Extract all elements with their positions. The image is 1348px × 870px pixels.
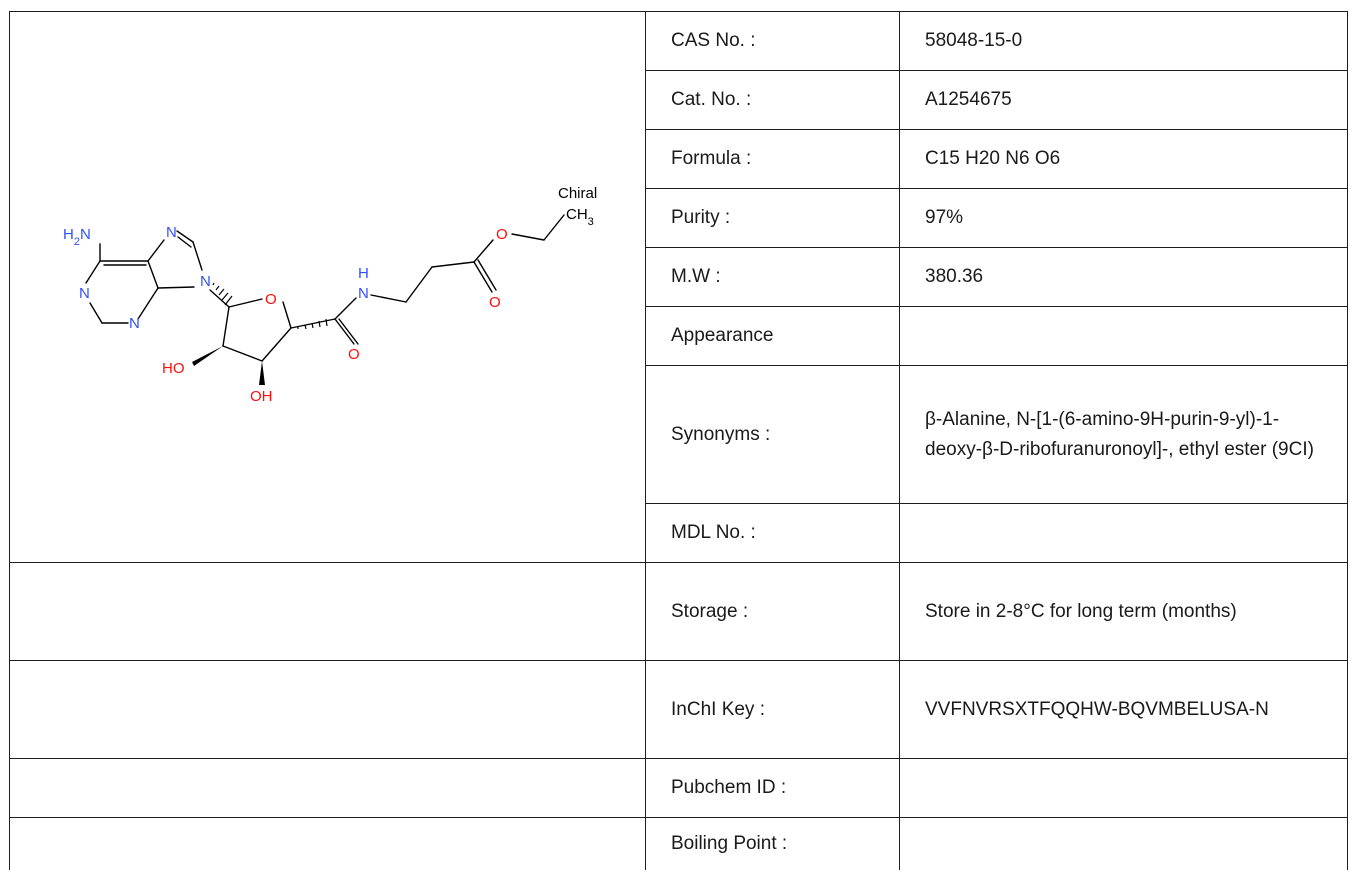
label-cas-no: CAS No. : <box>645 11 900 71</box>
atom-label-ch3: CH3 <box>566 206 594 228</box>
label-inchi-key: InChI Key : <box>645 660 900 759</box>
label-boiling-point: Boiling Point : <box>645 817 900 870</box>
atom-label-ho: HO <box>162 360 185 377</box>
chemical-structure-drawing: H2N N N N N H N O O O O HO OH <box>63 185 597 405</box>
blank-cell <box>9 660 646 759</box>
value-formula: C15 H20 N6 O6 <box>899 129 1348 189</box>
atom-label-amide-o: O <box>348 346 360 363</box>
value-cat-no: A1254675 <box>899 70 1348 130</box>
value-storage: Store in 2-8°C for long term (months) <box>899 562 1348 661</box>
spec-row-synonyms: Synonyms : β-Alanine, N-[1-(6-amino-9H-p… <box>10 365 1348 504</box>
spec-row-mdl: MDL No. : <box>10 503 1348 563</box>
spec-row-inchi-key: InChI Key : VVFNVRSXTFQQHW-BQVMBELUSA-N <box>9 660 1348 759</box>
value-synonyms: β-Alanine, N-[1-(6-amino-9H-purin-9-yl)-… <box>899 365 1348 504</box>
atom-label-nh2: H2N <box>63 226 91 248</box>
atom-label-n3: N <box>129 315 140 332</box>
label-pubchem-id: Pubchem ID : <box>645 758 900 818</box>
label-cat-no: Cat. No. : <box>645 70 900 130</box>
value-boiling-point <box>899 817 1348 870</box>
spec-row-cas: H2N N N N N H N O O O O HO OH <box>9 11 1348 563</box>
value-inchi-key: VVFNVRSXTFQQHW-BQVMBELUSA-N <box>899 660 1348 759</box>
spec-row-mw: M.W : 380.36 <box>10 247 1348 307</box>
spec-row-boiling-point: Boiling Point : <box>9 817 1348 870</box>
value-purity: 97% <box>899 188 1348 248</box>
product-spec-sheet: H2N N N N N H N O O O O HO OH <box>9 11 1348 870</box>
product-spec-table: H2N N N N N H N O O O O HO OH <box>9 11 1348 870</box>
value-mdl-no <box>899 503 1348 563</box>
label-purity: Purity : <box>645 188 900 248</box>
label-appearance: Appearance <box>645 306 900 366</box>
value-mw: 380.36 <box>899 247 1348 307</box>
value-cas-no: 58048-15-0 <box>899 11 1348 71</box>
atom-label-n7: N <box>166 224 177 241</box>
spec-row-storage: Storage : Store in 2-8°C for long term (… <box>9 562 1348 661</box>
label-mdl-no: MDL No. : <box>645 503 900 563</box>
value-appearance <box>899 306 1348 366</box>
atom-label-amide-n: N <box>358 285 369 302</box>
spec-row-pubchem: Pubchem ID : <box>9 758 1348 818</box>
label-mw: M.W : <box>645 247 900 307</box>
blank-cell <box>9 562 646 661</box>
spec-row-appearance: Appearance <box>10 306 1348 366</box>
chiral-label: Chiral <box>558 185 597 202</box>
atom-label-oh: OH <box>250 388 273 405</box>
label-formula: Formula : <box>645 129 900 189</box>
atom-label-n9: N <box>200 273 211 290</box>
atom-label-n1: N <box>79 285 90 302</box>
label-storage: Storage : <box>645 562 900 661</box>
spec-row-cat: Cat. No. : A1254675 <box>10 70 1348 130</box>
blank-cell <box>9 758 646 818</box>
atom-label-amide-h: H <box>358 265 369 282</box>
value-pubchem-id <box>899 758 1348 818</box>
atom-label-carbonyl-o: O <box>489 294 501 311</box>
structure-image-cell: H2N N N N N H N O O O O HO OH <box>9 11 646 563</box>
atom-label-ester-o: O <box>496 226 508 243</box>
blank-cell <box>9 817 646 870</box>
label-synonyms: Synonyms : <box>645 365 900 504</box>
atom-label-ring-o: O <box>265 291 277 308</box>
spec-row-purity: Purity : 97% <box>10 188 1348 248</box>
spec-row-formula: Formula : C15 H20 N6 O6 <box>10 129 1348 189</box>
